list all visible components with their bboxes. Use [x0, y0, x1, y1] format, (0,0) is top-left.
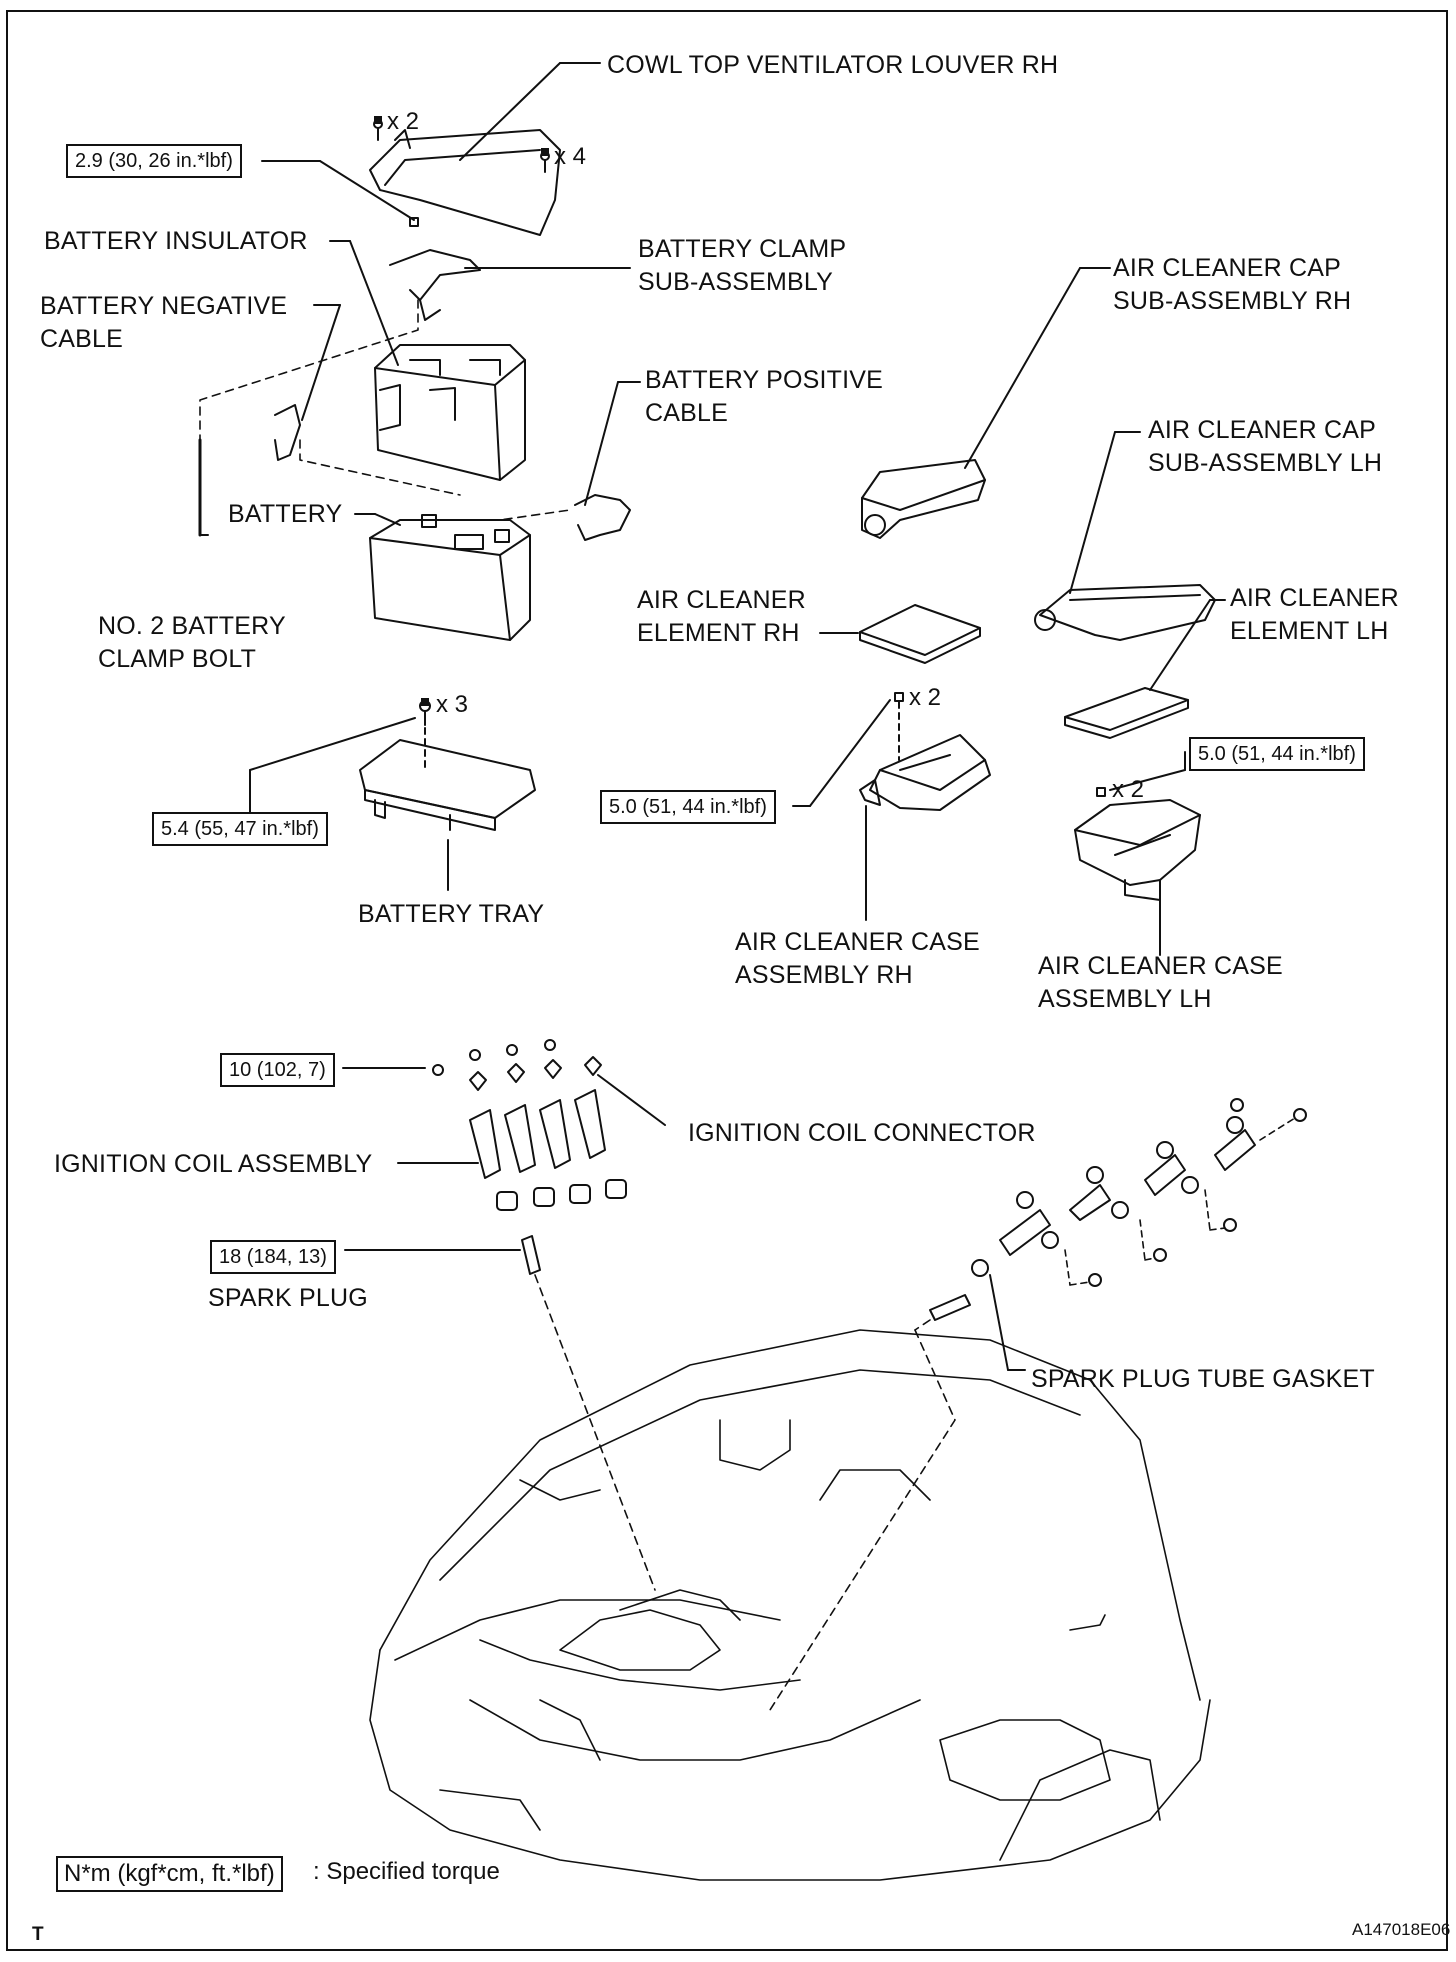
label-ignition-coil-connector: IGNITION COIL CONNECTOR: [688, 1119, 1036, 1147]
air-cleaner-element-lh-part: [1064, 687, 1189, 739]
battery-part: [369, 514, 531, 641]
label-battery: BATTERY: [228, 500, 343, 528]
label-battery-tray: BATTERY TRAY: [358, 900, 545, 928]
label-ac-case-rh-1: AIR CLEANER CASE: [735, 928, 980, 956]
torque-box-tray: 5.4 (55, 47 in.*lbf): [152, 812, 328, 846]
battery-insulator-part: [374, 344, 526, 481]
torque-box-spark-plug: 18 (184, 13): [210, 1240, 336, 1274]
negative-cable-part: [274, 404, 301, 461]
bolt-icon: [541, 148, 549, 156]
label-battery-negative-2: CABLE: [40, 325, 123, 353]
torque-box-cowl: 2.9 (30, 26 in.*lbf): [66, 144, 242, 178]
label-battery-insulator: BATTERY INSULATOR: [44, 227, 308, 255]
label-ac-element-rh-2: ELEMENT RH: [637, 619, 800, 647]
ignition-coil-group: [342, 1039, 627, 1211]
cowl-louver-part: [369, 129, 561, 236]
label-clamp-bolt-1: NO. 2 BATTERY: [98, 612, 286, 640]
label-ac-element-lh-1: AIR CLEANER: [1230, 584, 1399, 612]
figure-code: A147018E06: [1352, 1920, 1451, 1939]
qty-tray: x 3: [436, 691, 469, 718]
legend-torque-text: : Specified torque: [313, 1858, 500, 1885]
label-ac-cap-lh-2: SUB-ASSEMBLY LH: [1148, 449, 1383, 477]
qty-cowl-right: x 4: [554, 143, 587, 170]
torque-box-case-lh: 5.0 (51, 44 in.*lbf): [1189, 737, 1365, 771]
diagram-frame: [6, 10, 1448, 1951]
qty-case-lh: x 2: [1112, 776, 1145, 803]
vehicle-front-outline: [369, 1329, 1211, 1881]
battery-tray-part: [359, 739, 536, 831]
ignition-coil-group-right: [929, 1098, 1307, 1321]
label-ac-cap-rh-2: SUB-ASSEMBLY RH: [1113, 287, 1352, 315]
label-spark-plug-gasket: SPARK PLUG TUBE GASKET: [1031, 1365, 1375, 1393]
air-cleaner-case-rh-part: [859, 734, 991, 811]
qty-cowl-left: x 2: [387, 108, 420, 135]
leader-cowl: [459, 62, 561, 161]
qty-case-rh: x 2: [909, 684, 942, 711]
label-ac-case-rh-2: ASSEMBLY RH: [735, 961, 913, 989]
label-spark-plug: SPARK PLUG: [208, 1284, 368, 1312]
spark-plug-part-left: [521, 1235, 541, 1275]
label-ac-case-lh-1: AIR CLEANER CASE: [1038, 952, 1283, 980]
air-cleaner-element-rh-part: [859, 604, 981, 664]
label-ac-cap-lh-1: AIR CLEANER CAP: [1148, 416, 1377, 444]
label-ac-element-rh-1: AIR CLEANER: [637, 586, 806, 614]
bolt-icon: [374, 116, 382, 124]
label-battery-clamp-2: SUB-ASSEMBLY: [638, 268, 834, 296]
label-battery-clamp-1: BATTERY CLAMP: [638, 235, 847, 263]
battery-clamp-part: [389, 249, 481, 321]
corner-mark: T: [32, 1924, 44, 1945]
label-battery-negative-1: BATTERY NEGATIVE: [40, 292, 288, 320]
label-clamp-bolt-2: CLAMP BOLT: [98, 645, 257, 673]
label-ac-case-lh-2: ASSEMBLY LH: [1038, 985, 1212, 1013]
label-battery-positive-2: CABLE: [645, 399, 728, 427]
label-ac-cap-rh-1: AIR CLEANER CAP: [1113, 254, 1342, 282]
bolt-icon: [421, 698, 429, 706]
label-battery-positive-1: BATTERY POSITIVE: [645, 366, 883, 394]
label-cowl-top-louver: COWL TOP VENTILATOR LOUVER RH: [607, 51, 1059, 79]
air-cleaner-case-lh-part: [1074, 799, 1201, 901]
air-cleaner-cap-rh-part: [861, 459, 986, 539]
positive-cable-part: [574, 494, 631, 541]
label-ac-element-lh-2: ELEMENT LH: [1230, 617, 1389, 645]
air-cleaner-cap-lh-part: [1034, 584, 1216, 641]
legend-torque-box: N*m (kgf*cm, ft.*lbf): [56, 1856, 283, 1892]
label-ignition-coil-assembly: IGNITION COIL ASSEMBLY: [54, 1150, 373, 1178]
torque-box-coil: 10 (102, 7): [220, 1053, 335, 1087]
torque-box-case-rh: 5.0 (51, 44 in.*lbf): [600, 790, 776, 824]
